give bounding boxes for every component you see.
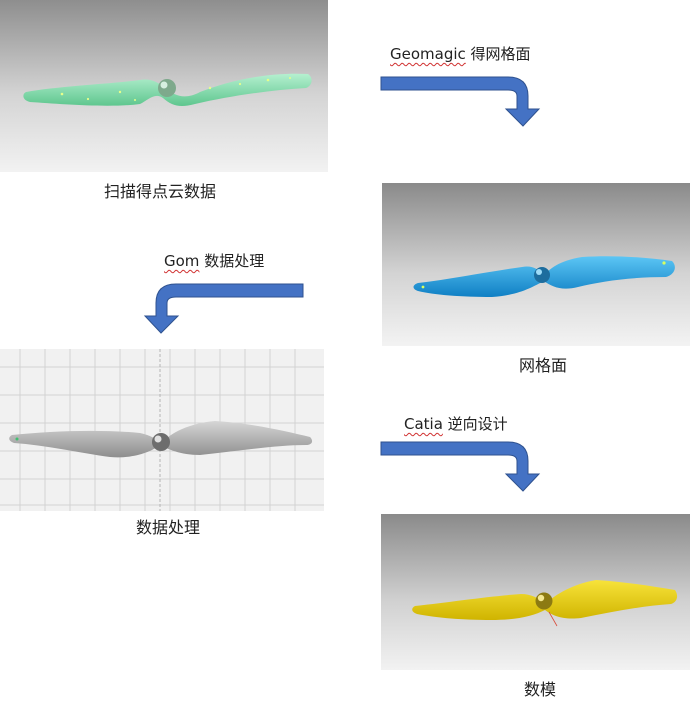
caption-data-processing: 数据处理 [136, 518, 201, 537]
propeller-gray [9, 421, 313, 458]
bent-arrow-shape [380, 76, 541, 127]
caption-point-cloud: 扫描得点云数据 [104, 182, 217, 201]
caption-digital-model: 数模 [524, 680, 557, 699]
arrow-label-catia: Catia 逆向设计 [404, 413, 508, 434]
arrow-label-geomagic-cn: 得网格面 [465, 45, 531, 63]
arrow-label-catia-en: Catia [404, 415, 443, 433]
propeller-blue [413, 256, 675, 297]
data-processing-image [0, 349, 324, 511]
arrow-label-gom: Gom 数据处理 [164, 250, 264, 271]
arrow-label-geomagic: Geomagic 得网格面 [390, 43, 531, 64]
point-cloud-image [0, 0, 328, 172]
arrow-label-catia-cn: 逆向设计 [442, 415, 508, 433]
arrow-label-gom-en: Gom [164, 252, 200, 270]
propeller-yellow [412, 580, 678, 627]
arrow-label-gom-cn: 数据处理 [199, 252, 265, 270]
mesh-surface-image [382, 183, 690, 346]
bent-arrow-right-down-2 [380, 441, 542, 493]
bent-arrow-shape [143, 283, 304, 334]
digital-model-image [381, 514, 690, 670]
bent-arrow-right-down-1 [380, 76, 542, 128]
grid-lines [0, 349, 324, 511]
caption-mesh: 网格面 [519, 356, 568, 375]
bent-arrow-left-down [143, 283, 304, 335]
bent-arrow-shape [380, 441, 541, 492]
arrow-label-geomagic-en: Geomagic [390, 45, 466, 63]
propeller-green [23, 73, 312, 106]
